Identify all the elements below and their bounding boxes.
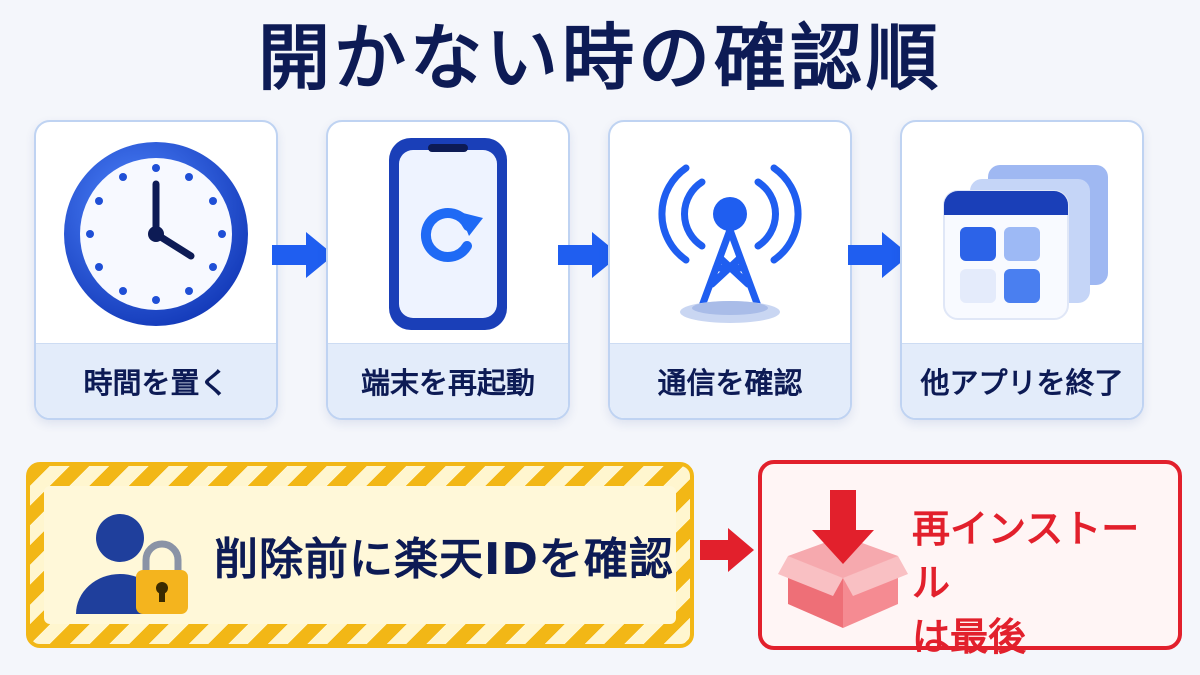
- step-label: 時間を置く: [36, 343, 276, 418]
- clock-icon: [64, 142, 248, 326]
- arrow-right-icon: [700, 528, 754, 572]
- app-windows-icon: [943, 165, 1108, 320]
- step-label: 端末を再起動: [328, 343, 568, 418]
- step-card-network: 通信を確認: [608, 120, 852, 420]
- warning-text: 削除前に楽天IDを確認: [214, 534, 674, 585]
- final-line2: は最後: [912, 615, 1027, 659]
- final-step-text: 再インストール は最後: [912, 502, 1172, 664]
- download-box-icon: [778, 490, 908, 628]
- arrow-right-icon: [272, 232, 334, 278]
- arrow-right-icon: [848, 232, 910, 278]
- user-lock-icon: [76, 514, 188, 614]
- final-step-box: 再インストール は最後: [758, 460, 1182, 659]
- phone-restart-icon: [389, 138, 507, 330]
- signal-tower-icon: [658, 164, 802, 323]
- step-label: 他アプリを終了: [902, 343, 1142, 418]
- step-card-restart: 端末を再起動: [326, 120, 570, 420]
- page-title: 開かない時の確認順: [257, 16, 942, 100]
- arrow-right-icon: [558, 232, 620, 278]
- step-label: 通信を確認: [610, 343, 850, 418]
- step-card-close-apps: 他アプリを終了: [900, 120, 1144, 420]
- final-line1: 再インストール: [912, 507, 1140, 605]
- step-card-wait: 時間を置く: [34, 120, 278, 420]
- warning-box: 削除前に楽天IDを確認: [26, 462, 694, 648]
